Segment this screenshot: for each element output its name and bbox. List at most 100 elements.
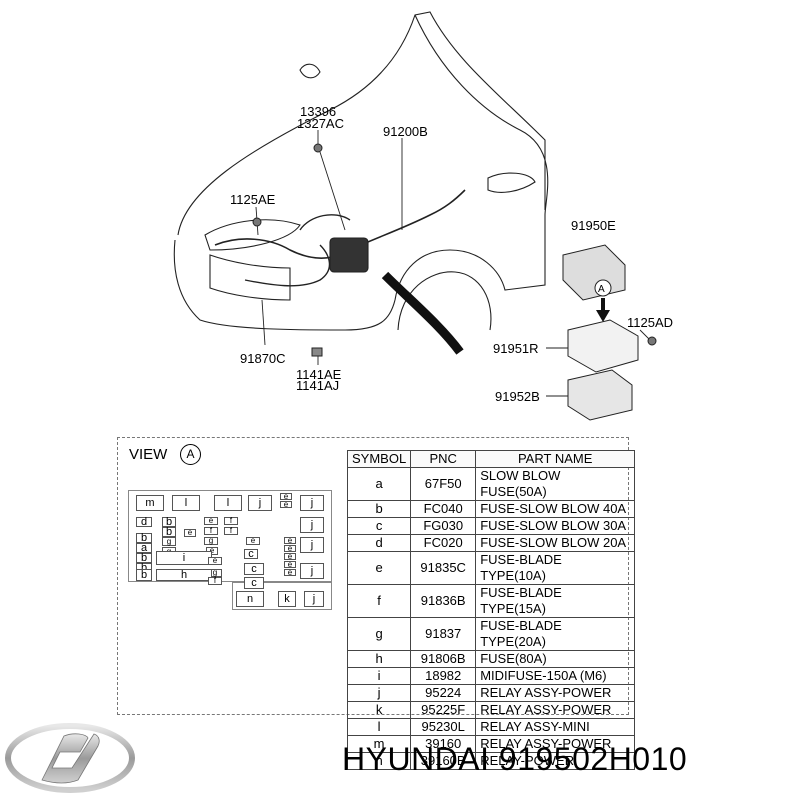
row-part-name: RELAY ASSY-POWER [475,701,636,719]
header-part-name: PART NAME [475,450,636,468]
row-part-name: RELAY ASSY-MINI [475,718,636,736]
row-symbol: e [346,551,412,585]
row-symbol: a [346,467,412,501]
fuse-slot: l [214,495,242,511]
row-pnc: 91836B [410,584,477,618]
row-symbol: d [346,534,412,552]
fuse-slot: a [136,543,152,554]
callout-1141aj: 1141AJ [296,378,340,393]
parts-table-header: SYMBOL PNC PART NAME [346,450,636,468]
fuse-slot: f [204,527,218,535]
row-pnc: FC020 [410,534,477,552]
fuse-slot: b [136,553,152,564]
car-front-bumper [173,239,396,331]
fuse-box-layout: mlljeejdbbefjbgeffaggeebcejebieebgcejbhf… [128,490,333,610]
row-part-name: RELAY ASSY-POWER [475,735,636,753]
callout-91200b: 91200B [383,124,428,139]
row-pnc: 91806B [410,650,477,668]
callout-13396: 13396 [300,104,337,119]
bolt-13396 [313,143,323,153]
view-title: VIEW [129,446,168,463]
car-hood-outline [177,11,546,236]
fuse-slot: c [244,577,264,589]
car-grille [209,254,291,301]
row-pnc: 95230L [410,718,477,736]
row-part-name: FUSE(80A) [475,650,636,668]
fuse-slot: c [244,563,264,575]
row-pnc: 39160B [410,752,477,770]
view-badge: A [180,444,201,465]
row-symbol: j [346,684,412,702]
row-pnc: FC040 [410,500,477,518]
fuse-slot: e [280,501,292,509]
harness-junction-block [329,237,369,273]
callout-91952b: 91952B [495,389,540,404]
fuse-slot: e [246,537,260,545]
callout-1141ae: 1141AE [296,367,342,382]
callout-1125ad: 1125AD [627,315,674,330]
fuse-slot: h [156,569,212,581]
harness-lead-stripe [381,271,464,355]
fuse-slot: j [304,591,324,607]
car-headlight-left [204,219,301,251]
fuse-slot: l [172,495,200,511]
row-pnc: 91835C [410,551,477,585]
fuse-slot: g [162,537,176,546]
row-part-name: FUSE-BLADE TYPE(10A) [475,551,636,585]
row-part-name: FUSE-BLADE TYPE(15A) [475,584,636,618]
fuse-slot: j [248,495,272,511]
fuse-slot: f [224,527,238,535]
fuse-slot: e [284,537,296,545]
fuse-slot: f [208,577,222,585]
car-antenna [299,63,321,79]
row-part-name: FUSE-SLOW BLOW 30A [475,517,636,535]
row-symbol: b [346,500,412,518]
fuse-slot: b [136,569,152,581]
fuse-slot: d [136,517,152,528]
fuse-slot: j [300,517,324,533]
hyundai-logo [5,723,135,793]
bolt-1125ad [647,336,657,346]
fuse-slot: g [204,537,218,545]
row-symbol: g [346,617,412,651]
marker-a-label: A [598,284,605,295]
fuse-slot: b [162,517,176,528]
fuse-slot: b [136,533,152,544]
row-part-name: FUSE-SLOW BLOW 20A [475,534,636,552]
row-symbol: i [346,667,412,685]
fuse-slot: e [284,545,296,553]
header-symbol: SYMBOL [346,450,412,468]
row-pnc: 95225F [410,701,477,719]
row-symbol: n [346,752,412,770]
fuse-slot: c [244,549,258,560]
row-part-name: FUSE-SLOW BLOW 40A [475,500,636,518]
row-symbol: l [346,718,412,736]
callout-91951r: 91951R [493,341,539,356]
row-part-name: SLOW BLOW FUSE(50A) [475,467,636,501]
fuse-slot: e [284,569,296,577]
marker-a-arrow [596,298,610,322]
callout-1125ae: 1125AE [230,192,276,207]
fuse-slot: b [162,527,176,538]
engine-bay-illustration [173,11,657,421]
fuse-slot: j [300,537,324,553]
fuse-slot: e [184,529,196,537]
fuse-slot: e [284,561,296,569]
callout-1327ac: 1327AC [297,116,344,131]
row-symbol: c [346,517,412,535]
clip-1141ae [311,347,323,357]
row-part-name: FUSE-BLADE TYPE(20A) [475,617,636,651]
row-part-name: MIDIFUSE-150A (M6) [475,667,636,685]
